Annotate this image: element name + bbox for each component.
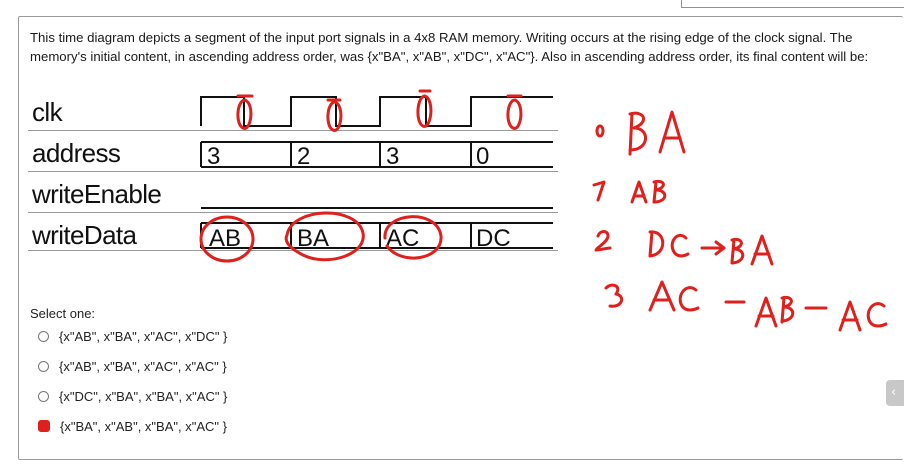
signal-label-address: address [32, 138, 121, 168]
chevron-left-icon: ‹ [891, 385, 897, 400]
radio-button[interactable] [38, 390, 49, 402]
address-bus [200, 141, 553, 168]
answer-option[interactable]: {x"AB", x"BA", x"AC", x"AC" } [38, 357, 227, 375]
address-value: 2 [297, 143, 311, 170]
signal-label-writedata: writeData [32, 220, 137, 250]
clk-waveform [200, 96, 553, 127]
timing-diagram [28, 96, 558, 251]
answer-option[interactable]: {x"DC", x"BA", x"BA", x"AC" } [38, 387, 227, 405]
answer-option[interactable]: {x"BA", x"AB", x"BA", x"AC" } [38, 417, 227, 435]
signal-label-clk: clk [32, 97, 63, 127]
writedata-value: AC [386, 225, 420, 252]
address-value: 0 [476, 143, 490, 170]
answer-option-label: {x"AB", x"BA", x"AC", x"DC" } [59, 328, 228, 344]
writedata-value: DC [476, 225, 511, 252]
signal-label-writeenable: writeEnable [32, 179, 162, 209]
select-one-label: Select one: [30, 306, 96, 321]
address-value: 3 [386, 143, 400, 170]
radio-button-selected[interactable] [38, 420, 50, 432]
answer-option-label: {x"AB", x"BA", x"AC", x"AC" } [59, 358, 227, 374]
address-value: 3 [207, 143, 221, 170]
answer-option-label: {x"DC", x"BA", x"BA", x"AC" } [59, 388, 228, 404]
writedata-value: BA [297, 225, 330, 252]
radio-button[interactable] [38, 330, 49, 342]
question-text: This time diagram depicts a segment of t… [30, 30, 869, 64]
radio-button[interactable] [38, 360, 49, 372]
writedata-value: AB [209, 225, 242, 252]
answer-option-label: {x"BA", x"AB", x"BA", x"AC" } [60, 418, 227, 434]
top-tab-outline [681, 0, 904, 8]
answer-option[interactable]: {x"AB", x"BA", x"AC", x"DC" } [38, 327, 227, 345]
top-bar [0, 0, 904, 10]
scroll-handle[interactable]: ‹ [886, 380, 904, 406]
